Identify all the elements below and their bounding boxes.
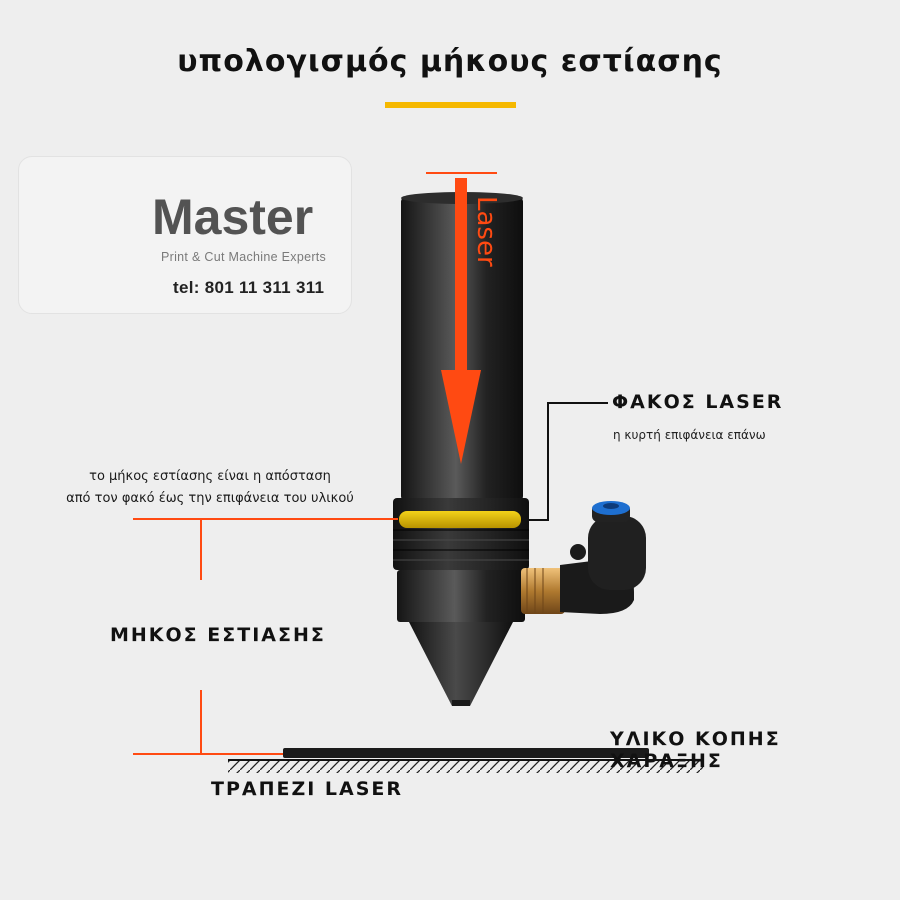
lens-sublabel: η κυρτή επιφάνεια επάνω <box>613 428 766 442</box>
air-assist-fitting <box>521 501 646 614</box>
logo-card <box>18 156 352 314</box>
lens-label: ΦΑΚΟΣ LASER <box>612 391 784 413</box>
laser-beam-arrow <box>426 172 497 464</box>
logo-brand: Master <box>152 189 314 245</box>
nozzle-body <box>397 570 525 622</box>
focus-lens <box>399 511 521 528</box>
page-title: υπολογισμός μήκους εστίασης <box>177 44 723 79</box>
title-underline <box>385 102 516 108</box>
focus-length-label: ΜΗΚΟΣ ΕΣΤΙΑΣΗΣ <box>110 624 326 646</box>
nozzle-cone <box>409 622 513 706</box>
table-label: ΤΡΑΠΕΖΙ LASER <box>211 778 404 800</box>
focus-length-dimension <box>133 518 398 755</box>
focus-description: το μήκος εστίασης είναι η απόσταση από τ… <box>40 466 380 510</box>
material-label: ΥΛΙΚΟ ΚΟΠΗΣ ΧΑΡΑΞΗΣ <box>610 728 781 772</box>
logo-tagline: Print & Cut Machine Experts <box>161 250 327 264</box>
focus-description-line2: από τον φακό έως την επιφάνεια του υλικο… <box>66 491 354 506</box>
lens-leader-line <box>521 402 608 521</box>
laser-table <box>228 759 703 773</box>
material-sheet <box>283 748 649 758</box>
logo-phone: tel: 801 11 311 311 <box>173 278 325 297</box>
focus-description-line1: το μήκος εστίασης είναι η απόσταση <box>89 469 331 484</box>
beam-label: Laser <box>471 196 501 267</box>
